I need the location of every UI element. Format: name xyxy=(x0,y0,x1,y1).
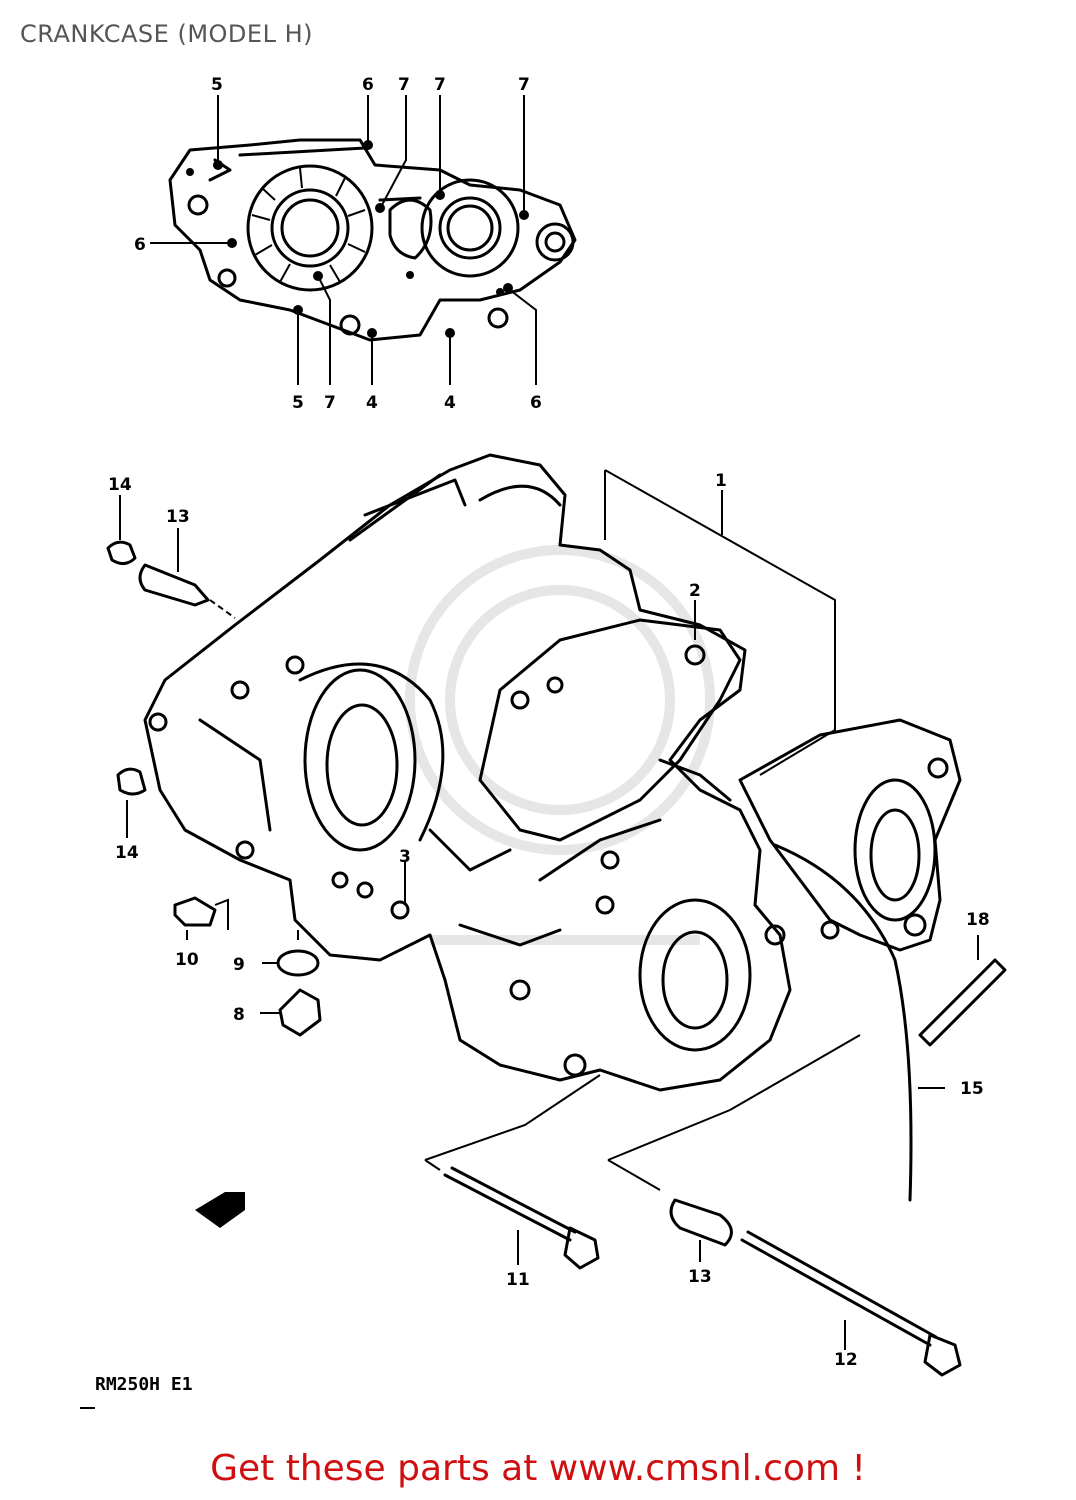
part-18-clamp xyxy=(918,935,1007,1047)
callout-4-a: 4 xyxy=(366,393,378,413)
callout-8: 8 xyxy=(233,1005,245,1025)
callout-4-b: 4 xyxy=(444,393,456,413)
part-14-lower xyxy=(116,767,147,838)
part-14-upper xyxy=(106,495,137,565)
model-code-label: RM250H E1 xyxy=(95,1374,193,1395)
callout-6-left: 6 xyxy=(134,235,146,255)
callout-7-top-a: 7 xyxy=(398,75,410,95)
part-13-lower xyxy=(669,1198,733,1262)
crankcase-inset-view xyxy=(150,95,577,385)
page-title: CRANKCASE (MODEL H) xyxy=(20,20,313,48)
callout-2: 2 xyxy=(689,581,701,601)
callout-7-bottom: 7 xyxy=(324,393,336,413)
part-15-hose xyxy=(773,843,945,1202)
callout-13-upper: 13 xyxy=(166,507,190,527)
part-13-upper xyxy=(138,528,236,619)
callout-6-bottom: 6 xyxy=(530,393,542,413)
part-9-gasket xyxy=(262,930,320,977)
callout-6-top: 6 xyxy=(362,75,374,95)
callout-14-upper: 14 xyxy=(108,475,132,495)
callout-7-top-b: 7 xyxy=(434,75,446,95)
callout-12: 12 xyxy=(834,1350,858,1370)
callout-13-lower: 13 xyxy=(688,1267,712,1287)
callout-5-bottom: 5 xyxy=(292,393,304,413)
parts-link-banner[interactable]: Get these parts at www.cmsnl.com ! xyxy=(210,1448,866,1489)
front-arrow-icon xyxy=(195,1192,245,1228)
inset-leaders xyxy=(150,95,537,385)
part-11-bolt xyxy=(443,1166,600,1270)
callout-18: 18 xyxy=(966,910,990,930)
watermark xyxy=(405,545,715,945)
crankcase-main xyxy=(143,453,962,1092)
callout-14-lower: 14 xyxy=(115,843,139,863)
part-12-bolt xyxy=(740,1230,962,1377)
callout-11: 11 xyxy=(506,1270,530,1290)
callout-7-top-c: 7 xyxy=(518,75,530,95)
callout-labels: 5 6 7 7 7 6 5 7 4 4 6 1 2 3 14 13 14 10 … xyxy=(95,75,990,1395)
callout-3: 3 xyxy=(399,847,411,867)
callout-10: 10 xyxy=(175,950,199,970)
part-8-drain-plug xyxy=(260,988,322,1037)
callout-1: 1 xyxy=(715,471,727,491)
part-10-plug xyxy=(173,896,229,940)
callout-5-top: 5 xyxy=(211,75,223,95)
callout-15: 15 xyxy=(960,1079,984,1099)
callout-9: 9 xyxy=(233,955,245,975)
